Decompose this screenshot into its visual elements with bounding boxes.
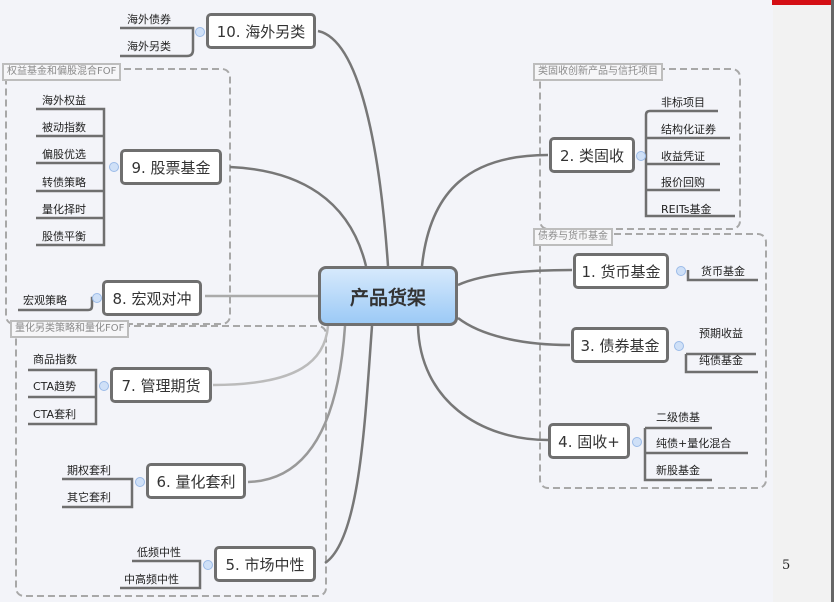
leaf-node[interactable]: 新股基金 — [656, 464, 700, 477]
edge-b1 — [457, 268, 573, 287]
collapse-toggle-b1[interactable] — [676, 266, 686, 276]
leaf-node[interactable]: 非标项目 — [661, 96, 705, 109]
accent-bar — [772, 0, 832, 5]
leaf-node[interactable]: 海外债券 — [127, 13, 171, 26]
leaf-node[interactable]: 纯债+量化混合 — [656, 437, 732, 450]
leaf-node[interactable]: 海外权益 — [42, 94, 86, 107]
branch-node-managed-futures[interactable]: 7. 管理期货 — [110, 367, 212, 403]
leaf-node[interactable]: 转债策略 — [42, 176, 86, 189]
window-edge — [831, 0, 834, 602]
leaf-node[interactable]: 其它套利 — [67, 491, 111, 504]
leaf-node[interactable]: 二级债基 — [656, 411, 700, 424]
group-boundary-quant — [15, 325, 327, 597]
branch-node-money-fund[interactable]: 1. 货币基金 — [573, 253, 669, 289]
collapse-toggle-b6[interactable] — [135, 477, 145, 487]
leaf-node[interactable]: 中高频中性 — [124, 573, 179, 586]
leaf-node[interactable]: REITs基金 — [661, 203, 712, 216]
leaf-node[interactable]: 被动指数 — [42, 121, 86, 134]
leaf-node[interactable]: 结构化证券 — [661, 123, 716, 136]
branch-node-market-neutral[interactable]: 5. 市场中性 — [214, 546, 316, 582]
branch-node-bond-fund[interactable]: 3. 债券基金 — [571, 327, 669, 363]
branch-node-quasi-fixed[interactable]: 2. 类固收 — [549, 137, 635, 173]
group-label-fixed-innov: 类固收创新产品与信托项目 — [533, 63, 663, 81]
leaf-node[interactable]: 股债平衡 — [42, 230, 86, 243]
edge-b7 — [212, 325, 330, 387]
group-boundary-bond-money — [539, 233, 767, 489]
edge-b5 — [324, 325, 374, 565]
leaf-node[interactable]: 收益凭证 — [661, 150, 705, 163]
edge-b2 — [420, 153, 549, 267]
leaf-node[interactable]: 期权套利 — [67, 464, 111, 477]
connector-lines — [5, 26, 767, 597]
leaf-node[interactable]: CTA套利 — [33, 408, 77, 421]
collapse-toggle-b8[interactable] — [92, 293, 102, 303]
slide-side-panel — [773, 0, 831, 602]
edge-b4 — [416, 325, 549, 442]
collapse-toggle-b7[interactable] — [99, 381, 109, 391]
leaf-node[interactable]: 宏观策略 — [23, 294, 67, 307]
page-number: 5 — [782, 558, 791, 573]
central-node[interactable]: 产品货架 — [318, 266, 458, 326]
leaf-node[interactable]: 量化择时 — [42, 203, 86, 216]
leaf-node[interactable]: CTA趋势 — [33, 380, 77, 393]
branch-node-macro-hedge[interactable]: 8. 宏观对冲 — [102, 280, 202, 316]
mindmap-canvas: 权益基金和偏股混合FOF 量化另类策略和量化FOF 类固收创新产品与信托项目 债… — [2, 13, 767, 597]
branch-node-overseas-alt[interactable]: 10. 海外另类 — [206, 13, 316, 49]
group-label-bond-money: 债券与货币基金 — [533, 228, 613, 246]
edge-b3 — [457, 317, 571, 347]
collapse-toggle-b10[interactable] — [195, 27, 205, 37]
leaf-node[interactable]: 报价回购 — [661, 176, 705, 189]
collapse-toggle-b4[interactable] — [632, 437, 642, 447]
collapse-toggle-b2[interactable] — [636, 151, 646, 161]
leaf-node[interactable]: 偏股优选 — [42, 148, 86, 161]
edge-b9 — [229, 165, 368, 267]
group-label-quant: 量化另类策略和量化FOF — [10, 320, 130, 338]
collapse-toggle-b9[interactable] — [109, 162, 119, 172]
branch-node-quant-arbitrage[interactable]: 6. 量化套利 — [146, 463, 246, 499]
leaf-node[interactable]: 低频中性 — [137, 546, 181, 559]
leaf-node[interactable]: 预期收益 — [699, 327, 743, 340]
edge-b6 — [247, 325, 347, 484]
collapse-toggle-b5[interactable] — [203, 560, 213, 570]
leaf-node[interactable]: 纯债基金 — [699, 354, 743, 367]
leaf-node[interactable]: 商品指数 — [33, 353, 77, 366]
collapse-toggle-b3[interactable] — [674, 341, 684, 351]
branch-node-fixed-plus[interactable]: 4. 固收+ — [548, 423, 630, 459]
edge-b10 — [317, 29, 390, 267]
leaf-node[interactable]: 海外另类 — [127, 40, 171, 53]
leaf-node[interactable]: 货币基金 — [701, 265, 745, 278]
group-label-equity: 权益基金和偏股混合FOF — [2, 63, 122, 81]
branch-node-equity-fund[interactable]: 9. 股票基金 — [120, 149, 222, 185]
